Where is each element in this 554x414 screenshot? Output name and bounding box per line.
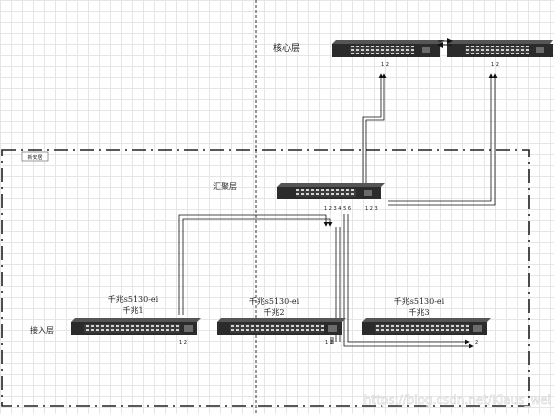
acc2-model-label: 千兆s5130-ei — [249, 296, 300, 306]
acc1-model-label: 千兆s5130-ei — [108, 294, 159, 304]
acc1-ports: 1 2 — [179, 340, 187, 346]
group-tag: 新安居 — [21, 151, 49, 162]
agg-left-ports: 1 2 3 4 5 6 — [324, 206, 351, 212]
acc3-name-label: 千兆3 — [408, 307, 429, 317]
watermark-text: https://blog.csdn.net/Klaus_wei — [364, 393, 551, 407]
acc2-ports: 1 2 — [325, 340, 333, 346]
core-switch-left[interactable] — [332, 40, 444, 57]
core-interconnect — [437, 38, 453, 48]
core-left-ports: 1 2 — [381, 62, 389, 68]
group-boundary — [1, 149, 530, 407]
link-agg-to-acc3 — [343, 214, 474, 349]
access-switch-3[interactable] — [362, 318, 491, 335]
link-acc1-to-agg — [178, 214, 333, 315]
acc3-model-label: 千兆s5130-ei — [394, 296, 445, 306]
access-switch-2[interactable] — [217, 318, 346, 335]
acc3-ports: 2 — [475, 340, 478, 346]
link-acc2-extra — [330, 337, 334, 344]
acc1-name-label: 千兆1 — [122, 305, 143, 315]
group-tag-label: 新安居 — [27, 154, 42, 161]
access-switch-1[interactable] — [71, 318, 201, 335]
core-right-ports: 1 2 — [491, 62, 499, 68]
agg-right-ports: 1 2 3 — [365, 206, 378, 212]
acc2-name-label: 千兆2 — [263, 307, 284, 317]
uplink-agg-to-core-right — [388, 73, 498, 206]
aggregation-switch[interactable] — [277, 183, 385, 199]
uplink-agg-to-core-left — [362, 73, 387, 198]
core-layer-label: 核心层 — [273, 42, 300, 54]
access-layer-label: 接入层 — [30, 325, 54, 335]
core-switch-right[interactable] — [447, 40, 553, 57]
aggregation-layer-label: 汇聚层 — [213, 182, 237, 191]
